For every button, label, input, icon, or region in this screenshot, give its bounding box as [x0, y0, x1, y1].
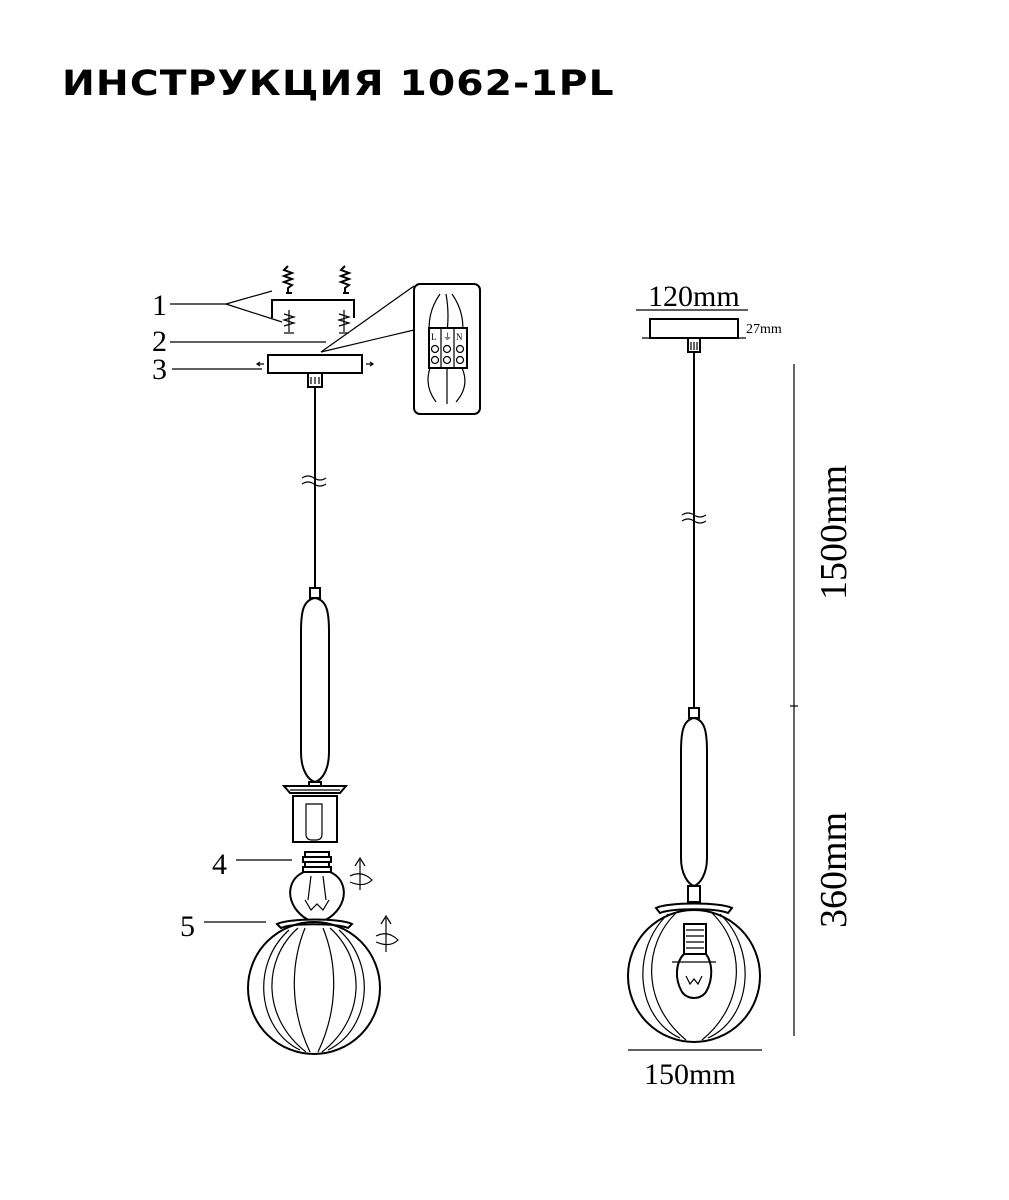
callout-4: 4 — [212, 848, 227, 881]
exploded-assembly: 1 2 3 4 5 L ⏚ N — [152, 265, 481, 1055]
globe-assembled — [627, 902, 761, 1043]
globe-shade — [247, 918, 381, 1055]
terminal-label-ground: ⏚ — [443, 332, 452, 342]
page-title: ИНСТРУКЦИЯ 1062-1PL — [62, 64, 615, 104]
rotate-arrows-icon — [349, 856, 399, 952]
dim-canopy-width: 120mm — [648, 280, 740, 313]
canopy-plate — [267, 354, 363, 374]
lamp-socket — [292, 795, 338, 843]
callout-2: 2 — [152, 325, 167, 358]
callout-3: 3 — [152, 353, 167, 386]
terminal-label-l: L — [431, 332, 437, 342]
dim-shade-diameter: 150mm — [644, 1058, 736, 1091]
canopy-side — [649, 318, 739, 339]
dim-cord-length: 1500mm — [813, 465, 855, 600]
bulb-illustration — [289, 851, 345, 924]
dimensioned-view: 120mm 27mm 150mm 1500mm — [627, 280, 855, 1091]
wiring-detail-inset: L ⏚ N — [413, 283, 481, 415]
body-tube — [300, 596, 330, 784]
callout-5: 5 — [180, 910, 195, 943]
dim-canopy-height: 27mm — [746, 322, 782, 337]
terminal-label-n: N — [456, 332, 463, 342]
callout-1: 1 — [152, 289, 167, 322]
dim-body-height: 360mm — [813, 812, 855, 928]
